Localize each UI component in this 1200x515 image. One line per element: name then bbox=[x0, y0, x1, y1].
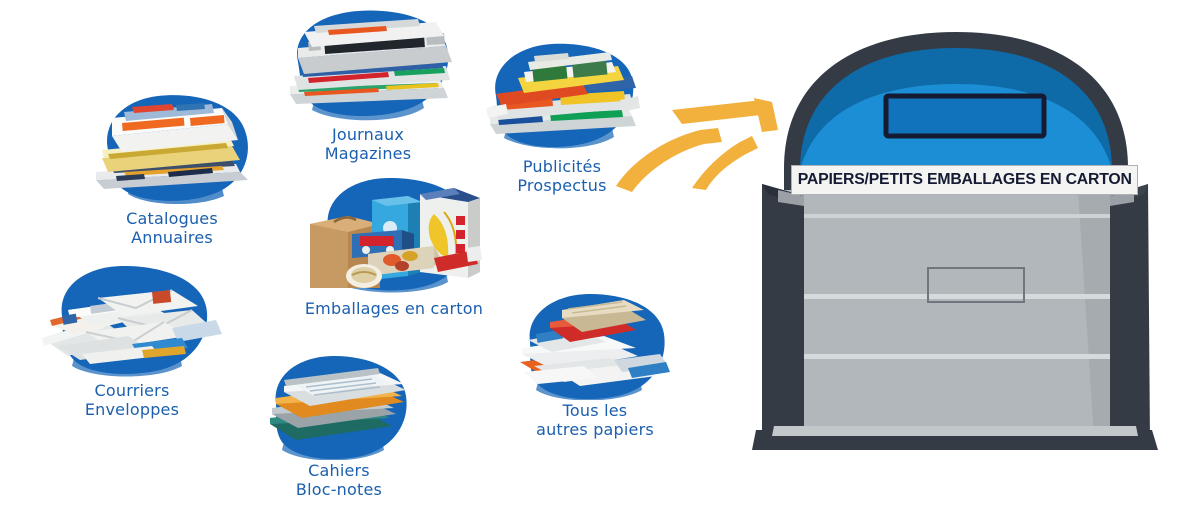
blue-blob-shape bbox=[61, 266, 208, 377]
catalogues-illustration bbox=[72, 88, 272, 208]
emballages-illustration bbox=[294, 172, 494, 298]
container-illustration bbox=[752, 32, 1158, 450]
courriers-illustration bbox=[32, 258, 232, 380]
caption-tous-les-autres-papiers: Tous les autres papiers bbox=[536, 401, 654, 439]
blue-blob-shape bbox=[107, 95, 248, 205]
flow-arrow-icon bbox=[616, 98, 778, 192]
blue-blob-shape bbox=[327, 178, 472, 293]
blue-blob-shape bbox=[529, 294, 665, 400]
caption-emballages-en-carton: Emballages en carton bbox=[304, 299, 484, 318]
item-cahiers-bloc-notes[interactable]: Cahiers Bloc-notes bbox=[244, 350, 434, 500]
cahiers-illustration bbox=[254, 350, 424, 460]
item-catalogues-annuaires[interactable]: Catalogues Annuaires bbox=[62, 88, 282, 248]
recycling-container[interactable]: PAPIERS/PETITS EMBALLAGES EN CARTON bbox=[748, 18, 1194, 458]
item-courriers-enveloppes[interactable]: Courriers Enveloppes bbox=[22, 258, 242, 420]
caption-cahiers-bloc-notes: Cahiers Bloc-notes bbox=[295, 461, 383, 499]
item-tous-les-autres-papiers[interactable]: Tous les autres papiers bbox=[500, 288, 690, 440]
autres-papiers-illustration bbox=[510, 288, 680, 400]
caption-courriers-enveloppes: Courriers Enveloppes bbox=[84, 381, 180, 419]
journaux-illustration bbox=[268, 6, 468, 124]
caption-publicites-prospectus: Publicités Prospectus bbox=[517, 157, 607, 195]
blue-blob-shape bbox=[297, 10, 449, 121]
caption-journaux-magazines: Journaux Magazines bbox=[324, 125, 412, 163]
caption-catalogues-annuaires: Catalogues Annuaires bbox=[126, 209, 218, 247]
container-label-text: PAPIERS/PETITS EMBALLAGES EN CARTON bbox=[797, 171, 1132, 188]
item-journaux-magazines[interactable]: Journaux Magazines bbox=[258, 6, 478, 164]
container-label-plate: PAPIERS/PETITS EMBALLAGES EN CARTON bbox=[791, 165, 1138, 195]
blue-blob-shape bbox=[275, 356, 407, 460]
item-emballages-en-carton[interactable]: Emballages en carton bbox=[284, 172, 504, 319]
